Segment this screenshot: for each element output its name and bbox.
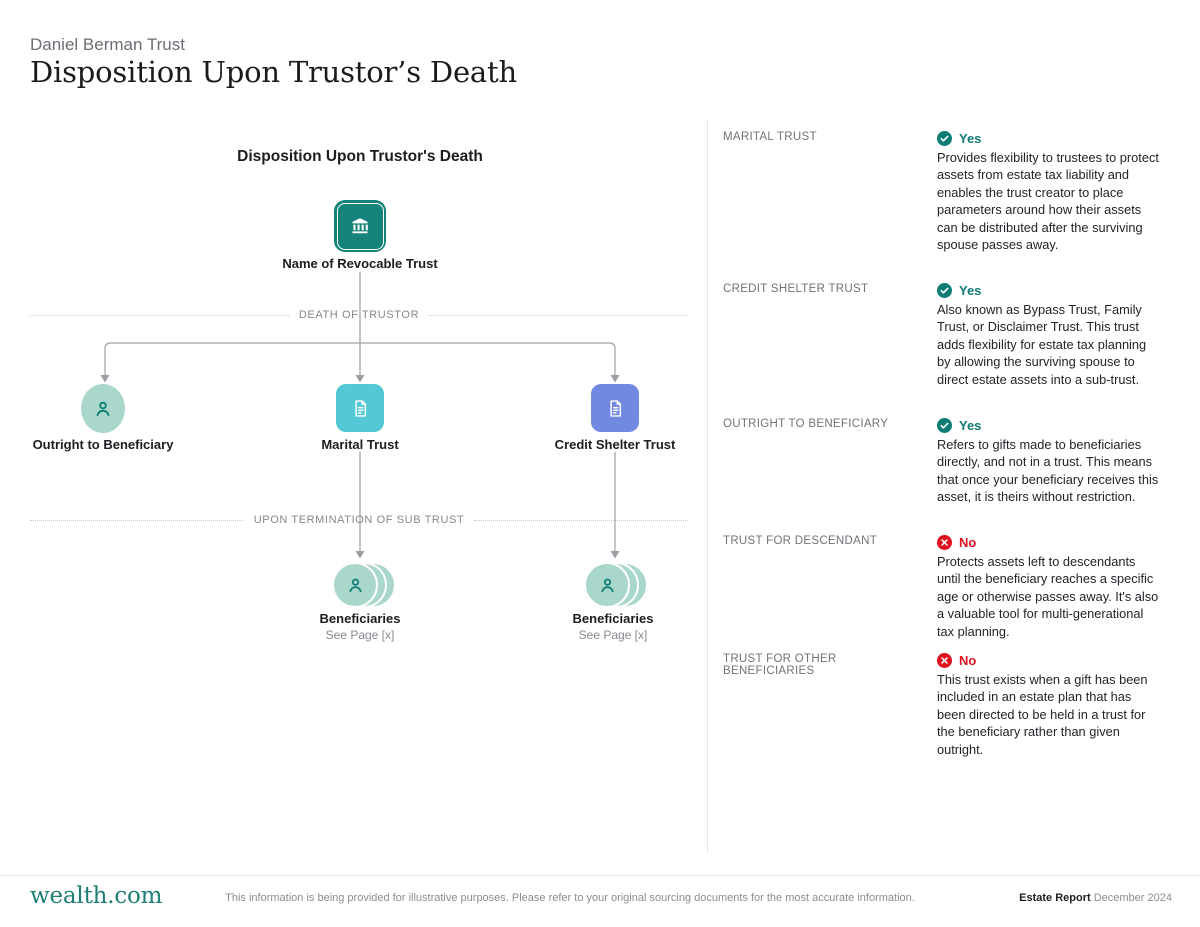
see-page-ref: See Page [x] bbox=[578, 628, 648, 642]
see-page-ref: See Page [x] bbox=[325, 628, 395, 642]
revocable-trust-label: Name of Revocable Trust bbox=[282, 256, 438, 271]
beneficiaries-label: Beneficiaries bbox=[572, 611, 654, 626]
wealth-com-logo: wealth.com bbox=[30, 883, 163, 909]
legend-description: Provides flexibility to trustees to prot… bbox=[937, 150, 1159, 253]
legend-description: Protects assets left to descendants unti… bbox=[937, 554, 1159, 639]
check-circle-icon bbox=[937, 282, 952, 298]
status-badge: No bbox=[937, 534, 1159, 550]
status-text: Yes bbox=[959, 130, 982, 146]
report-date: December 2024 bbox=[1093, 892, 1172, 904]
status-text: No bbox=[959, 652, 977, 668]
document-icon bbox=[354, 399, 366, 417]
status-badge: No bbox=[937, 652, 1159, 668]
legend-description: Also known as Bypass Trust, Family Trust… bbox=[937, 302, 1147, 387]
people-stack-icon bbox=[332, 562, 378, 608]
people-stack-icon bbox=[584, 562, 630, 608]
arrow-down-icon bbox=[100, 375, 110, 383]
status-text: Yes bbox=[959, 282, 982, 298]
arrow-down-icon bbox=[355, 375, 365, 383]
node-ring bbox=[336, 202, 384, 250]
credit-shelter-trust-label: Credit Shelter Trust bbox=[554, 437, 676, 452]
report-meta: Estate Report December 2024 bbox=[1019, 892, 1172, 904]
legend-label: CREDIT SHELTER TRUST bbox=[723, 283, 869, 295]
footer-divider bbox=[0, 875, 1200, 876]
trust-name: Daniel Berman Trust bbox=[30, 35, 185, 54]
beneficiaries-node bbox=[332, 562, 398, 608]
panel-divider bbox=[707, 120, 708, 853]
sub-trust-termination-label: UPON TERMINATION OF SUB TRUST bbox=[253, 514, 465, 526]
status-text: Yes bbox=[959, 417, 982, 433]
death-of-trustor-divider: DEATH OF TRUSTOR bbox=[30, 307, 688, 323]
revocable-trust-node bbox=[334, 200, 386, 252]
marital-trust-node bbox=[336, 384, 384, 432]
status-badge: Yes bbox=[937, 417, 1159, 433]
person-icon bbox=[600, 578, 614, 592]
person-icon bbox=[96, 401, 110, 416]
marital-trust-label: Marital Trust bbox=[321, 437, 399, 452]
report-label: Estate Report bbox=[1019, 892, 1091, 904]
status-text: No bbox=[959, 534, 977, 550]
x-circle-icon bbox=[937, 534, 952, 550]
legend-label: TRUST FOR DESCENDANT bbox=[723, 535, 878, 547]
person-icon bbox=[348, 578, 362, 592]
arrow-down-icon bbox=[355, 551, 365, 559]
check-circle-icon bbox=[937, 130, 952, 146]
legend-description: Refers to gifts made to beneficiaries di… bbox=[937, 437, 1159, 505]
status-badge: Yes bbox=[937, 282, 1159, 298]
document-icon bbox=[609, 399, 621, 417]
check-circle-icon bbox=[937, 417, 952, 433]
legend-label: MARITAL TRUST bbox=[723, 131, 817, 143]
footer-disclaimer: This information is being provided for i… bbox=[225, 892, 915, 904]
outright-to-beneficiary-label: Outright to Beneficiary bbox=[32, 437, 174, 452]
sub-trust-termination-divider: UPON TERMINATION OF SUB TRUST bbox=[30, 512, 688, 528]
page-title: Disposition Upon Trustor’s Death bbox=[30, 55, 517, 89]
beneficiaries-node bbox=[584, 562, 650, 608]
status-badge: Yes bbox=[937, 130, 1159, 146]
arrow-down-icon bbox=[610, 551, 620, 559]
diagram-title: Disposition Upon Trustor's Death bbox=[237, 148, 483, 165]
arrow-down-icon bbox=[610, 375, 620, 383]
bank-icon bbox=[352, 218, 368, 234]
legend-label: TRUST FOR OTHER BENEFICIARIES bbox=[723, 653, 837, 677]
beneficiaries-label: Beneficiaries bbox=[319, 611, 401, 626]
legend-label: OUTRIGHT TO BENEFICIARY bbox=[723, 418, 889, 430]
legend-description: This trust exists when a gift has been i… bbox=[937, 672, 1148, 757]
x-circle-icon bbox=[937, 652, 952, 668]
credit-shelter-trust-node bbox=[591, 384, 639, 432]
death-of-trustor-label: DEATH OF TRUSTOR bbox=[298, 309, 420, 321]
outright-to-beneficiary-node bbox=[81, 384, 125, 433]
